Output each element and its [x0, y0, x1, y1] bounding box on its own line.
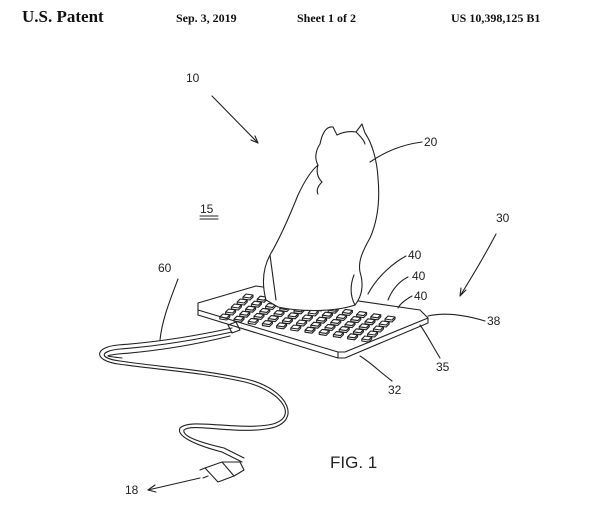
- key-bump: [330, 318, 342, 326]
- ref-40-b: 40: [412, 269, 426, 283]
- key-bump: [341, 308, 353, 316]
- key-bump: [378, 320, 390, 328]
- key-bump: [259, 307, 271, 315]
- key-bump: [239, 310, 251, 318]
- key-bump: [310, 321, 322, 329]
- key-bump: [372, 325, 384, 333]
- key-bump: [301, 314, 313, 322]
- ref-60: 60: [158, 261, 172, 275]
- cat: [262, 123, 380, 312]
- ref-15-underline: [199, 215, 219, 220]
- key-bump: [384, 315, 396, 323]
- key-bump: [324, 323, 336, 331]
- key-bump: [361, 335, 373, 343]
- key-bump: [225, 308, 237, 316]
- key-bump: [370, 313, 382, 321]
- power-cord: [99, 321, 289, 483]
- key-bump: [247, 317, 259, 325]
- key-bump: [356, 311, 368, 319]
- ref-18: 18: [125, 483, 139, 497]
- patent-header: U.S. Patent Sep. 3, 2019 Sheet 1 of 2 US…: [0, 0, 600, 36]
- key-bump: [336, 313, 348, 321]
- key-bump: [219, 313, 231, 321]
- ref-10: 10: [186, 71, 200, 85]
- publication-type: U.S. Patent: [22, 7, 104, 26]
- key-bump: [273, 310, 285, 318]
- key-bump: [364, 318, 376, 326]
- key-bump: [261, 320, 273, 328]
- key-bump: [236, 298, 248, 306]
- key-bump: [352, 328, 364, 336]
- ref-32: 32: [388, 383, 402, 397]
- key-bump: [245, 305, 257, 313]
- leader-lines: [147, 95, 497, 493]
- key-bump: [347, 333, 359, 341]
- key-bump: [290, 324, 302, 332]
- key-bump: [242, 293, 254, 301]
- ref-38: 38: [487, 314, 501, 328]
- key-bump: [230, 303, 242, 311]
- figure-label: FIG. 1: [330, 453, 377, 472]
- ref-35: 35: [436, 360, 450, 374]
- ref-20: 20: [424, 135, 438, 149]
- key-bump: [350, 316, 362, 324]
- ref-40-a: 40: [408, 248, 422, 262]
- key-bump: [281, 317, 293, 325]
- key-bump: [344, 321, 356, 329]
- key-bump: [250, 300, 262, 308]
- ref-40-c: 40: [414, 289, 428, 303]
- sheet-number: Sheet 1 of 2: [297, 11, 356, 25]
- key-bump: [304, 326, 316, 334]
- ref-30: 30: [496, 211, 510, 225]
- publication-date: Sep. 3, 2019: [176, 11, 237, 25]
- patent-number: US 10,398,125 B1: [451, 11, 541, 25]
- key-bump: [367, 330, 379, 338]
- key-bump: [267, 315, 279, 323]
- key-bump: [276, 322, 288, 330]
- key-bump: [358, 323, 370, 331]
- key-bump: [287, 312, 299, 320]
- key-bump: [332, 331, 344, 339]
- key-bump: [338, 326, 350, 334]
- ref-15: 15: [200, 202, 214, 216]
- key-bump: [318, 328, 330, 336]
- key-bump: [296, 319, 308, 327]
- key-bump: [316, 316, 328, 324]
- key-bump: [253, 312, 265, 320]
- key-bump: [233, 315, 245, 323]
- key-bump: [321, 311, 333, 319]
